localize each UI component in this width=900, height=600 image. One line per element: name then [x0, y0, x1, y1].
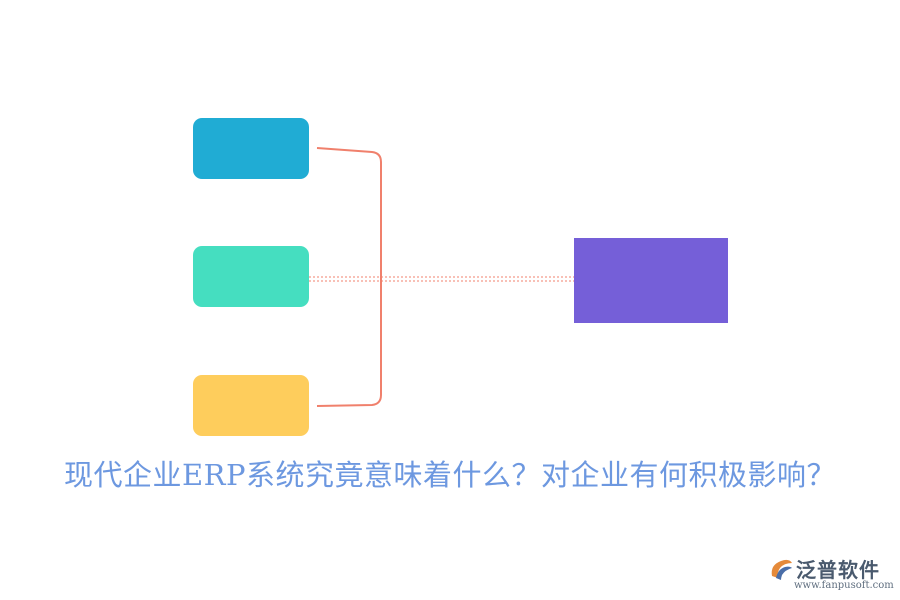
diagram-node-bottom [193, 375, 309, 436]
diagram-node-top [193, 118, 309, 179]
logo-brand-name: 泛普软件 [796, 558, 880, 582]
fanpu-logo-icon [771, 559, 792, 580]
diagram-node-middle [193, 246, 309, 307]
diagram-caption: 现代企业ERP系统究竟意味着什么？对企业有何积极影响？ [63, 458, 837, 492]
logo-website: www.fanpusoft.com [794, 580, 894, 591]
diagram-target-box [574, 238, 728, 323]
bracket-connector [316, 147, 382, 407]
brand-logo: 泛普软件 www.fanpusoft.com [768, 554, 894, 596]
